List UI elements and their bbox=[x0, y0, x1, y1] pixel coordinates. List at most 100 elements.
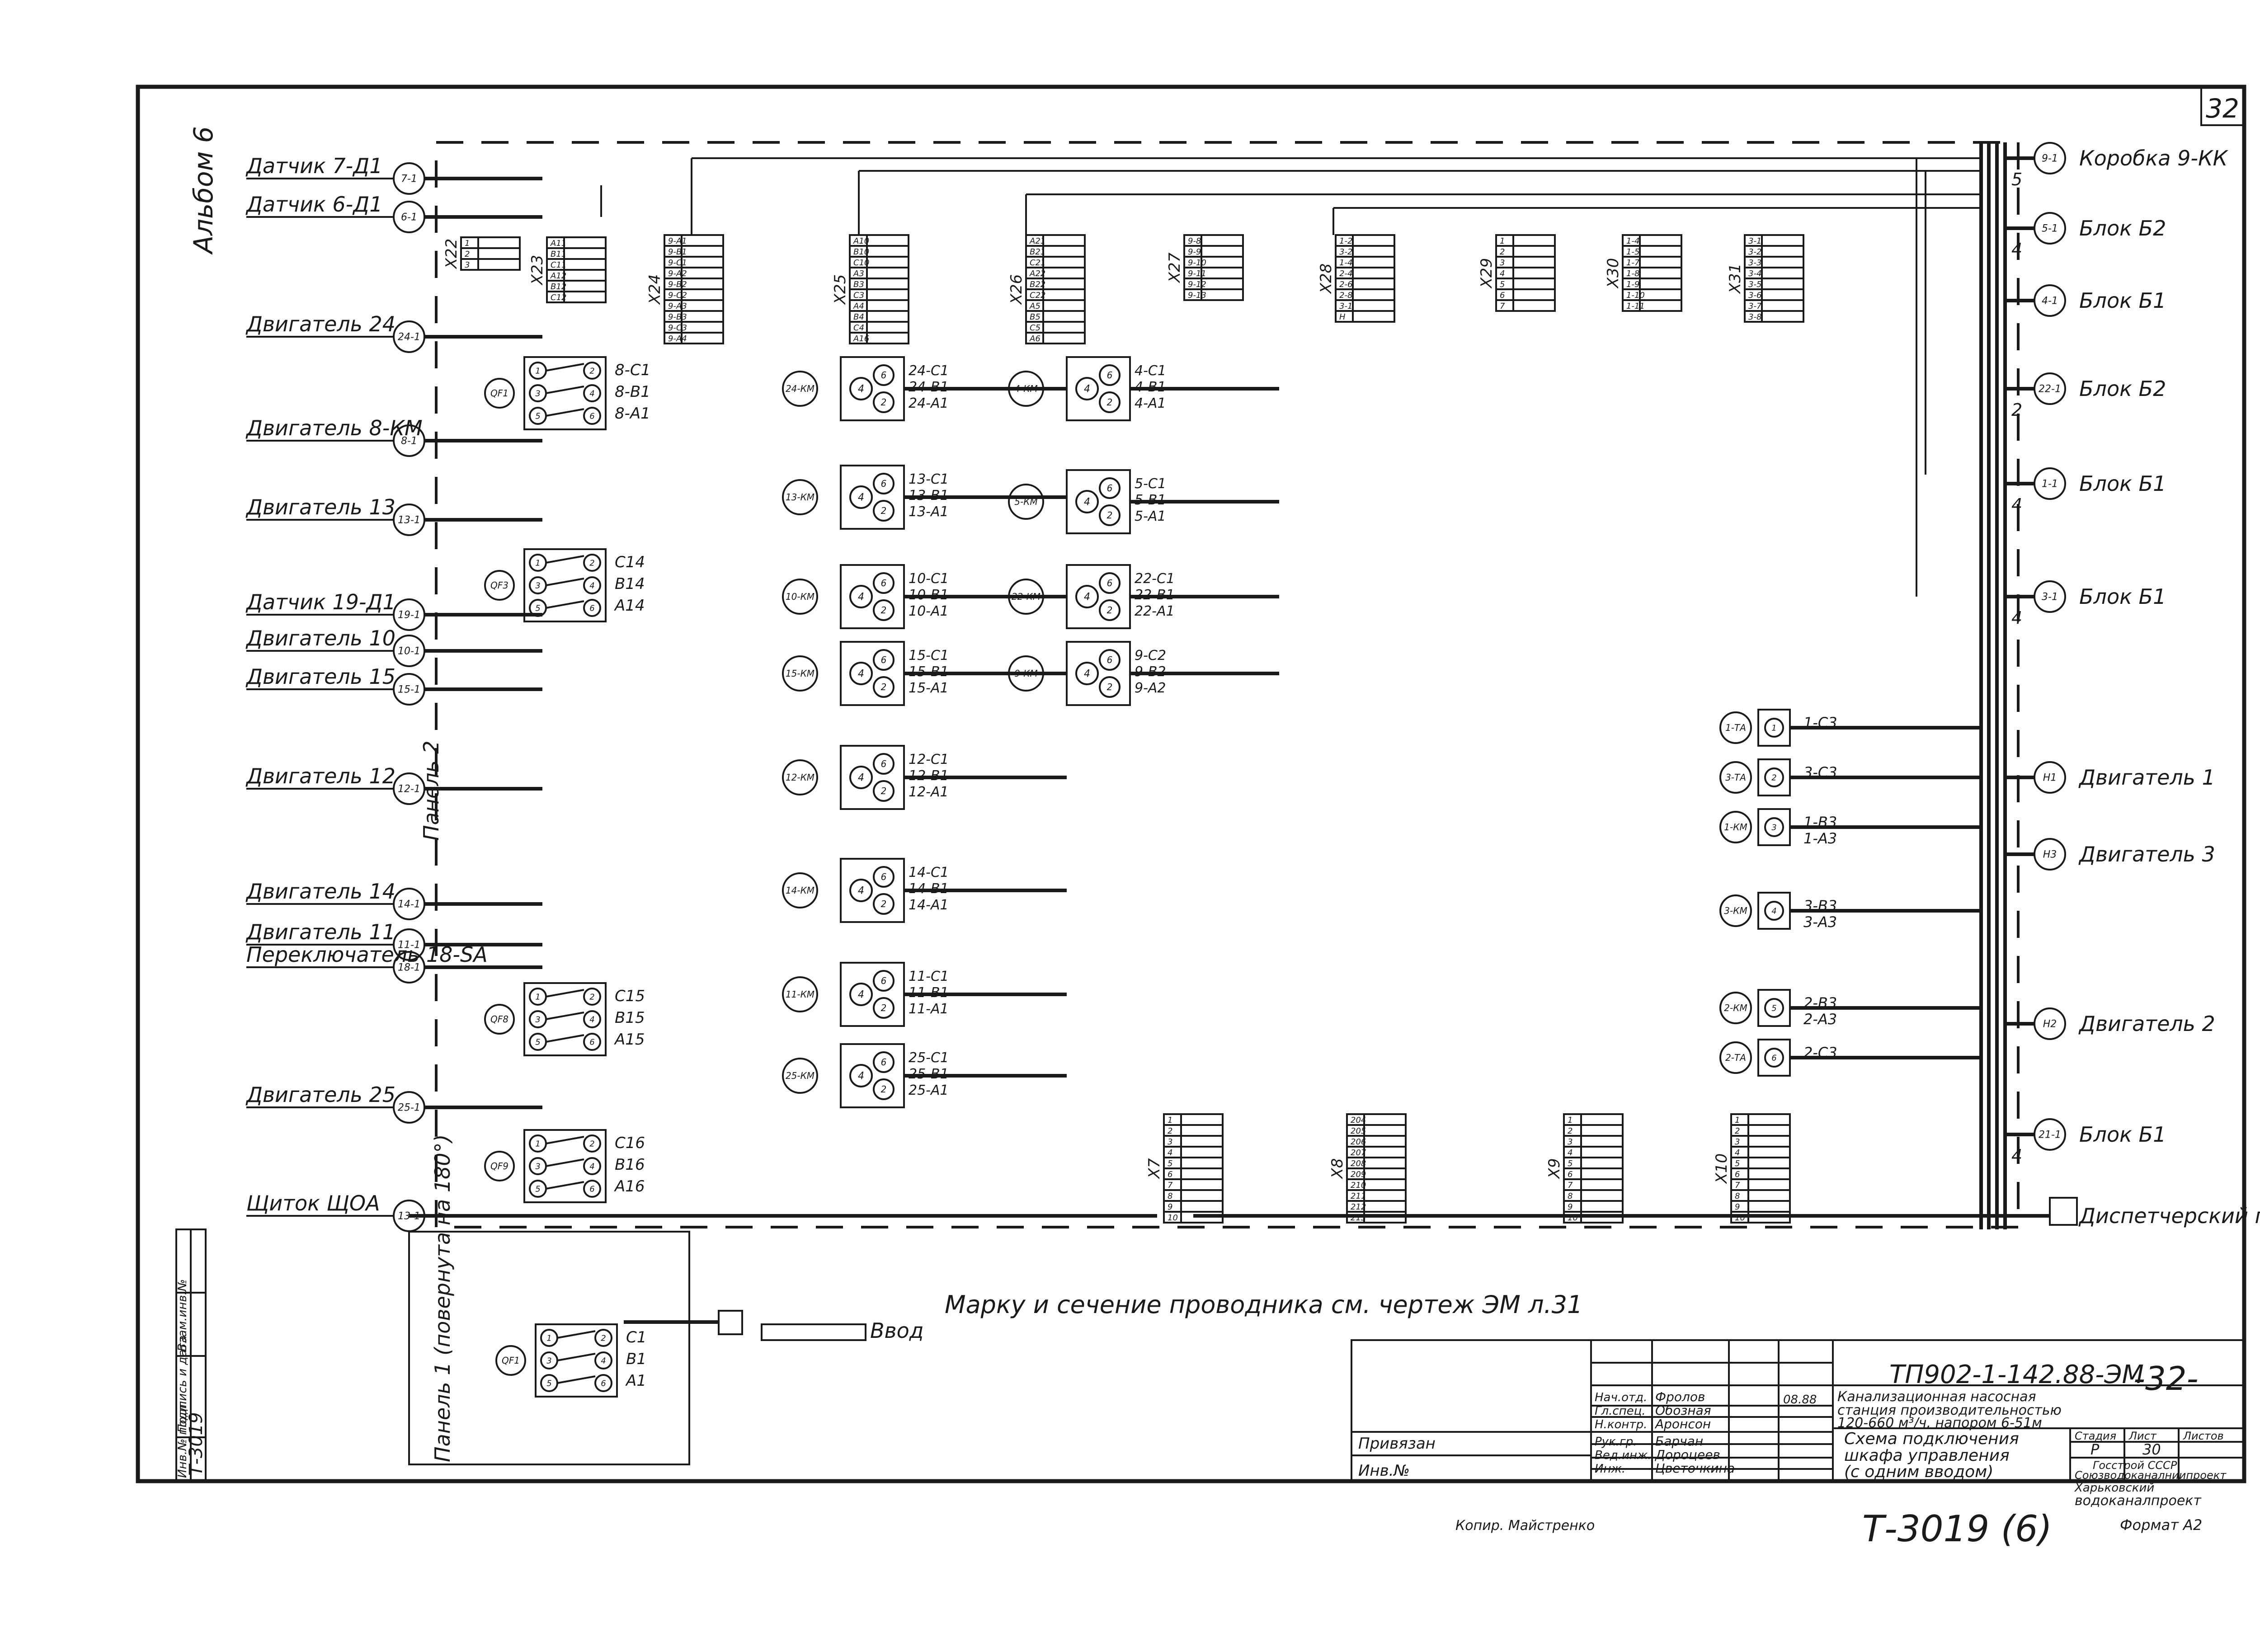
terminal-row-X26: В5 bbox=[1030, 312, 1041, 322]
sign-date: 08.88 bbox=[1783, 1393, 1817, 1407]
starter-wire-24-С1: 24-С1 bbox=[909, 363, 949, 379]
left-label-8: Двигатель 15 bbox=[245, 664, 396, 689]
top-harness bbox=[600, 157, 1981, 597]
panel-1-border bbox=[408, 1231, 690, 1465]
terminal-row-X30: 1-5 bbox=[1626, 247, 1639, 257]
terminal-row-X29: 1 bbox=[1500, 236, 1505, 246]
breaker-terminal-in-circle-text: 3 bbox=[535, 389, 540, 398]
starter-wire-25-А1: 25-А1 bbox=[909, 1083, 949, 1098]
device-terminal-circle bbox=[1764, 1048, 1784, 1068]
starter-device-10-КМ-circle-text: 10-КМ bbox=[786, 591, 815, 602]
starter-terminal-2-circle-text: 2 bbox=[881, 1084, 887, 1095]
terminal-row-X22: 2 bbox=[465, 249, 470, 259]
terminal-row-X24: 9-В3 bbox=[668, 312, 687, 322]
terminal-row-X28: 2-6 bbox=[1339, 280, 1352, 289]
breaker-terminal-out-circle bbox=[583, 1033, 601, 1051]
input-cable bbox=[761, 1323, 866, 1341]
title-role-2: Гл.спец. bbox=[1595, 1404, 1646, 1418]
terminal-row-X29: 2 bbox=[1500, 247, 1505, 257]
breaker-wire-8-А1: 8-А1 bbox=[615, 405, 650, 423]
terminal-row-X25: А4 bbox=[853, 301, 864, 311]
left-connector-8-circle bbox=[393, 673, 425, 706]
terminal-row-X8: 208 bbox=[1351, 1159, 1366, 1168]
starter-terminal-2-circle bbox=[873, 391, 895, 413]
starter-device-13-КМ-circle-text: 13-КМ bbox=[786, 492, 815, 503]
breaker-wire-В14: В14 bbox=[615, 575, 645, 593]
breaker-terminal-out-circle-text: 4 bbox=[589, 389, 594, 398]
title-name-6: Цветочкина bbox=[1655, 1461, 1735, 1476]
starter-wire-12-С1: 12-С1 bbox=[909, 752, 949, 767]
device-3-КМ-circle-text: 3-КМ bbox=[1724, 905, 1747, 916]
terminal-row-X24: 9-А4 bbox=[668, 334, 687, 344]
terminal-row-X26: С22 bbox=[1030, 291, 1045, 300]
conductor-note: Марку и сечение проводника см. чертеж ЭМ… bbox=[945, 1290, 1582, 1319]
starter-terminal-6-circle-text: 6 bbox=[881, 478, 887, 489]
starter-terminal-4-circle-text: 4 bbox=[1084, 592, 1090, 603]
breaker-terminal-out-circle bbox=[583, 1180, 601, 1198]
starter-device-10-КМ-circle bbox=[782, 579, 818, 615]
device-terminal-circle bbox=[1764, 817, 1784, 837]
terminal-block-X29 bbox=[1495, 234, 1556, 312]
breaker-terminal-in-circle-text: 5 bbox=[535, 603, 540, 613]
terminal-row-X10: 7 bbox=[1735, 1181, 1740, 1190]
title-name-3: Аронсон bbox=[1654, 1417, 1711, 1431]
starter-device-9-КМ-circle bbox=[1008, 655, 1044, 692]
starter-terminal-4-circle-text: 4 bbox=[1084, 668, 1090, 680]
right-label-7: Двигатель 1 bbox=[2078, 765, 2215, 790]
starter-terminal-4-circle bbox=[849, 662, 873, 685]
starter-terminal-6-circle-text: 6 bbox=[881, 871, 887, 882]
starter-terminal-4-circle-text: 4 bbox=[1084, 497, 1090, 508]
left-label-10: Двигатель 14 bbox=[245, 879, 396, 904]
breaker-terminal-out-circle-text: 2 bbox=[589, 1139, 594, 1148]
starter-device-12-КМ-circle-text: 12-КМ bbox=[786, 772, 815, 783]
left-connector-13-circle-text: 25-1 bbox=[398, 1102, 420, 1114]
terminal-row-X27: 9-11 bbox=[1188, 269, 1206, 278]
terminal-row-X23: А12 bbox=[550, 271, 566, 281]
terminal-block-id-X8: X8 bbox=[1328, 1158, 1347, 1180]
breaker-terminal-out-circle-text: 2 bbox=[589, 992, 594, 1002]
starter-wire-11-С1: 11-С1 bbox=[909, 969, 949, 984]
starter-terminal-6-circle-text: 6 bbox=[1107, 578, 1113, 588]
breaker-device-1-circle bbox=[484, 378, 515, 409]
terminal-row-X9: 1 bbox=[1568, 1115, 1573, 1125]
org-4: водоканалпроект bbox=[2075, 1493, 2202, 1509]
breaker-terminal-out-circle bbox=[583, 554, 601, 572]
device-1-КМ-circle-text: 1-КМ bbox=[1724, 822, 1747, 833]
starter-terminal-6-circle bbox=[873, 649, 895, 671]
input-label: Ввод bbox=[870, 1318, 924, 1343]
starter-wire-13-А1: 13-А1 bbox=[909, 504, 949, 520]
right-wire-count-6: 4 bbox=[2011, 608, 2022, 628]
terminal-row-X30: 1-8 bbox=[1626, 269, 1639, 278]
left-connector-8-circle-text: 15-1 bbox=[398, 684, 420, 696]
starter-wire-14-А1: 14-А1 bbox=[909, 897, 949, 913]
breaker-terminal-out-circle bbox=[583, 1010, 601, 1028]
breaker-box-QF3-2 bbox=[523, 548, 607, 622]
terminal-row-X10: 3 bbox=[1735, 1137, 1740, 1147]
breaker-device-5-circle bbox=[495, 1345, 526, 1376]
device-wire-2-А3: 2-А3 bbox=[1803, 1011, 1837, 1028]
left-connector-9-circle bbox=[393, 772, 425, 805]
terminal-row-X25: А10 bbox=[853, 236, 869, 246]
starter-terminal-6-circle-text: 6 bbox=[1107, 483, 1113, 494]
terminal-row-X30: 1-9 bbox=[1626, 280, 1639, 289]
terminal-row-X7: 9 bbox=[1168, 1202, 1172, 1212]
left-connector-3-circle bbox=[393, 320, 425, 353]
starter-device-15-КМ-circle-text: 15-КМ bbox=[786, 668, 815, 679]
left-label-6: Датчик 19-Д1 bbox=[245, 590, 396, 614]
left-connector-11-circle bbox=[393, 928, 425, 961]
title-role-3: Н.контр. bbox=[1595, 1418, 1647, 1431]
left-connector-6-circle bbox=[393, 598, 425, 631]
right-connector-10-circle-text: 21-1 bbox=[2039, 1130, 2061, 1141]
sheet-number-box bbox=[2200, 86, 2245, 126]
starter-terminal-2-circle-text: 2 bbox=[881, 505, 887, 516]
terminal-row-X25: В3 bbox=[853, 280, 864, 289]
breaker-terminal-in-circle-text: 1 bbox=[535, 992, 540, 1002]
terminal-block-id-X22: X22 bbox=[443, 239, 461, 270]
right-label-1: Коробка 9-КК bbox=[2079, 146, 2229, 170]
terminal-row-X9: 2 bbox=[1568, 1126, 1573, 1136]
right-label-4: Блок Б2 bbox=[2079, 377, 2166, 401]
breaker-terminal-out-circle-text: 6 bbox=[589, 603, 594, 613]
project-desc-1: Канализационная насосная bbox=[1837, 1389, 2036, 1405]
terminal-row-X24: 9-В1 bbox=[668, 247, 687, 257]
starter-terminal-6-circle-text: 6 bbox=[881, 758, 887, 769]
